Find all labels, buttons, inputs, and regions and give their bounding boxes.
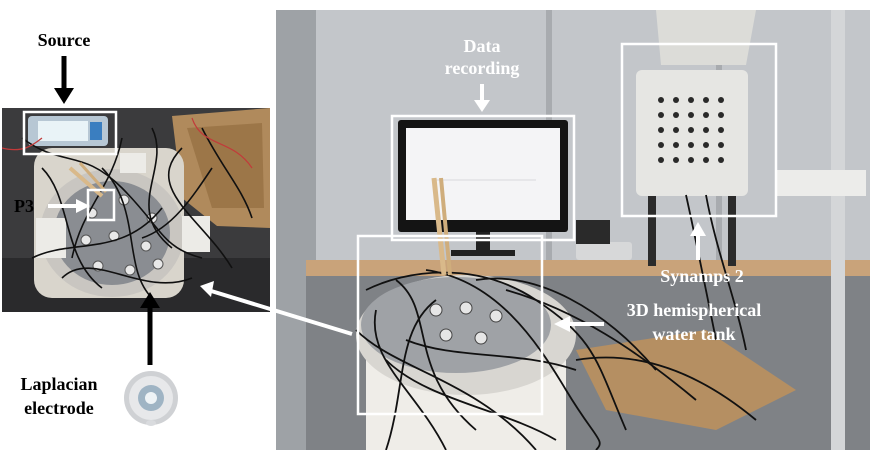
data-recording-label-line2: recording [444,58,520,78]
data-recording-arrow [474,84,490,112]
source-label: Source [37,30,91,50]
laplacian-electrode-image [124,371,178,426]
synamps-label: Synamps 2 [660,266,744,286]
tank-label-line2: water tank [652,324,736,344]
laplacian-label-line2: electrode [24,398,94,418]
laplacian-arrow [140,292,160,365]
p3-label: P3 [14,196,34,216]
synamps-arrow [690,222,706,260]
water-tank-arrow [554,316,604,332]
laplacian-label-line1: Laplacian [20,374,98,394]
tank-link-arrow [200,281,353,336]
p3-arrow [48,199,90,213]
tank-label-line1: 3D hemispherical [626,300,762,320]
left-photo-top-view [2,108,270,312]
source-arrow [54,56,74,104]
data-recording-label-line1: Data [463,36,501,56]
right-photo-lab-setup [276,10,870,450]
